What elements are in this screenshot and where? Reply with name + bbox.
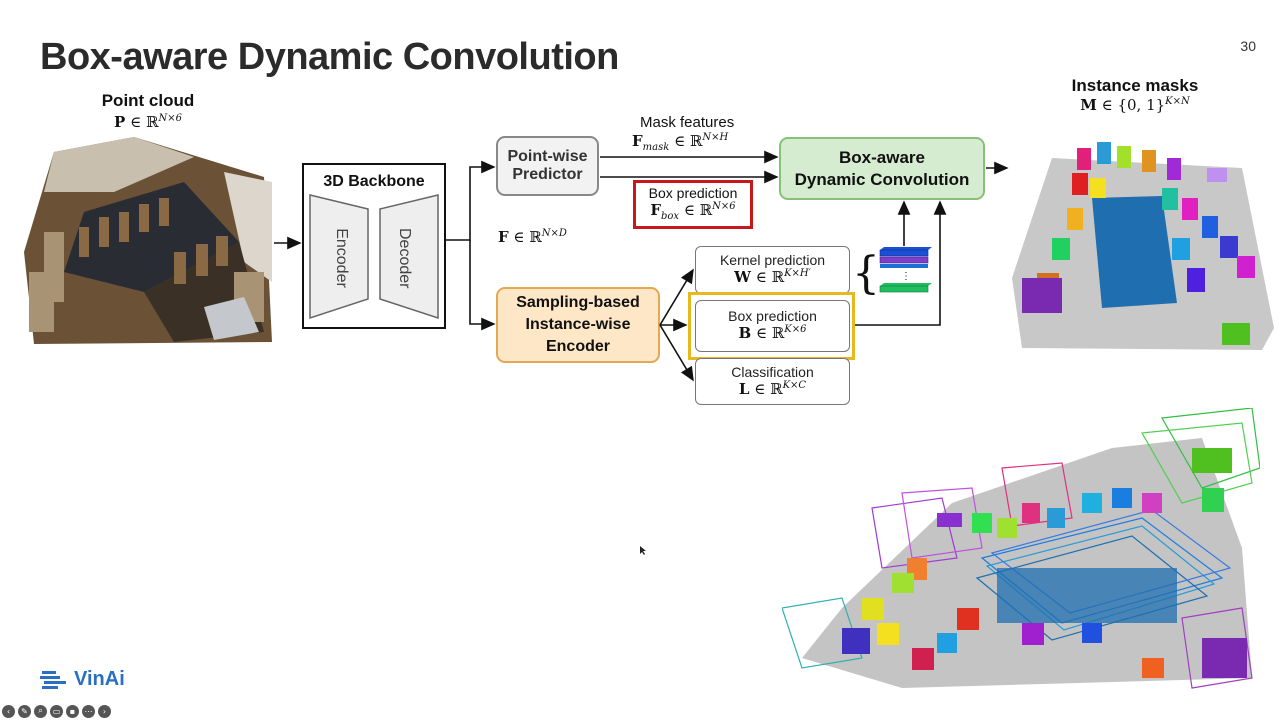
sampling-line3: Encoder	[545, 338, 610, 355]
box-visualization-image	[782, 408, 1260, 694]
point-cloud-image	[24, 132, 274, 347]
classification-math: L ∈ ℝK×C	[738, 380, 807, 398]
camera-icon[interactable]: ▪	[66, 704, 79, 718]
bdc-line2: Dynamic Convolution	[794, 169, 970, 189]
next-icon[interactable]: ›	[98, 704, 111, 718]
backbone-title: 3D Backbone	[323, 173, 425, 190]
box-prediction-math: B ∈ ℝK×6	[738, 324, 807, 342]
box-prediction-label: Box prediction	[728, 308, 817, 324]
box-aware-dynamic-convolution-box: Box-aware Dynamic Convolution	[779, 137, 985, 200]
point-cloud-label: Point cloud	[101, 91, 195, 110]
encoder-decoder-shapes	[309, 194, 439, 320]
mask-features-math: Fmask ∈ ℝN×H	[632, 132, 729, 153]
feature-math: F ∈ ℝN×D	[498, 228, 567, 246]
sampling-encoder-box: Sampling-based Instance-wise Encoder	[496, 287, 660, 363]
vinai-logo: VinAi	[40, 668, 125, 691]
vinai-logo-mark-icon	[40, 670, 66, 689]
box-prediction-red-math: Fbox ∈ ℝN×6	[650, 201, 736, 222]
kernel-prediction-math: W ∈ ℝK×H′	[734, 268, 811, 286]
bdc-line1: Box-aware	[839, 147, 925, 167]
mask-features-label: Mask features	[640, 114, 735, 131]
more-icon[interactable]: ⋯	[82, 704, 95, 718]
sampling-line1: Sampling-based	[516, 294, 640, 311]
instance-masks-label: Instance masks	[1071, 76, 1199, 95]
instance-masks-image	[1012, 128, 1274, 353]
svg-text:{: {	[852, 248, 880, 299]
point-cloud-math: P ∈ ℝN×6	[114, 113, 182, 131]
box-prediction-red-label: Box prediction	[648, 185, 738, 201]
classification-label: Classification	[731, 364, 814, 380]
slide-title: Box-aware Dynamic Convolution	[40, 36, 619, 78]
sampling-line2: Instance-wise	[525, 316, 631, 333]
box-prediction-red-box: Box prediction Fbox ∈ ℝN×6	[633, 180, 753, 229]
zoom-icon[interactable]: ⌕	[34, 704, 47, 718]
kernel-stack-icon: { ⋮	[852, 247, 932, 299]
back-icon[interactable]: ‹	[2, 704, 15, 718]
cursor-icon	[640, 546, 646, 555]
pointwise-predictor-box: Point-wise Predictor	[496, 136, 599, 196]
kernel-prediction-label: Kernel prediction	[719, 252, 826, 268]
pointwise-line2: Predictor	[512, 166, 583, 183]
captions-icon[interactable]: ▭	[50, 704, 63, 718]
slide-controls: ‹ ✎ ⌕ ▭ ▪ ⋯ ›	[0, 702, 111, 720]
box-prediction-box: Box prediction B ∈ ℝK×6	[695, 300, 850, 352]
page-number: 30	[1240, 38, 1256, 54]
vinai-logo-text: VinAi	[74, 668, 125, 690]
kernel-prediction-box: Kernel prediction W ∈ ℝK×H′	[695, 246, 850, 294]
classification-box: Classification L ∈ ℝK×C	[695, 358, 850, 405]
instance-masks-math: M ∈ {0, 1}K×N	[1080, 96, 1190, 114]
svg-text:⋮: ⋮	[901, 271, 911, 282]
pen-icon[interactable]: ✎	[18, 704, 31, 718]
pointwise-line1: Point-wise	[507, 148, 588, 165]
